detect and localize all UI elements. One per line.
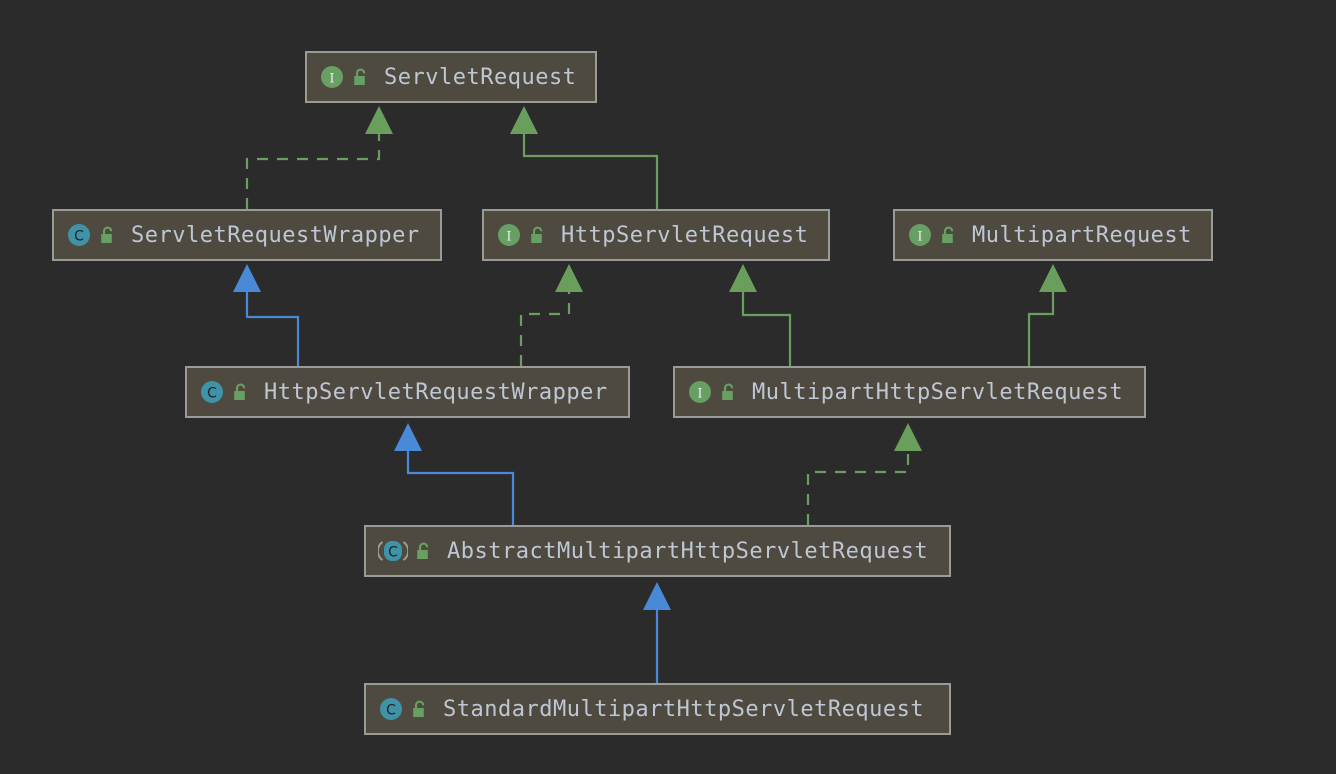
edge-arrowhead (729, 264, 757, 292)
unlocked-padlock-icon (411, 699, 429, 719)
edge-line (806, 447, 910, 525)
svg-text:C: C (386, 703, 396, 719)
unlocked-padlock-icon (415, 541, 433, 561)
interface-icon: I (687, 379, 713, 405)
edge-arrowhead (555, 264, 583, 292)
class-node-label: StandardMultipartHttpServletRequest (443, 696, 925, 722)
edge-arrowhead (365, 106, 393, 134)
class-node-servlet-request[interactable]: I ServletRequest (305, 51, 597, 103)
class-icon: C (66, 222, 92, 248)
edge-extends-multipart-http-servlet-request-to-multipart-request (1027, 264, 1067, 366)
abstract-class-icon: C (378, 538, 408, 564)
edge-line (741, 288, 792, 366)
class-node-http-servlet-request[interactable]: I HttpServletRequest (482, 209, 830, 261)
svg-text:C: C (207, 386, 217, 402)
edge-line (245, 288, 300, 366)
edge-arrowhead (1039, 264, 1067, 292)
class-node-http-servlet-request-wrapper[interactable]: C HttpServletRequestWrapper (185, 366, 630, 418)
unlocked-padlock-icon (720, 382, 738, 402)
svg-text:I: I (697, 387, 702, 402)
edge-arrowhead (894, 423, 922, 451)
unlocked-padlock-icon (99, 225, 117, 245)
svg-text:I: I (506, 230, 511, 245)
unlocked-padlock-icon (940, 225, 958, 245)
unlocked-padlock-icon (352, 67, 370, 87)
class-node-abstract-multipart-http-servlet-request[interactable]: C AbstractMultipartHttpServletRequest (364, 525, 951, 577)
class-node-servlet-request-wrapper[interactable]: C ServletRequestWrapper (52, 209, 442, 261)
edge-line (406, 447, 515, 525)
edge-line (522, 130, 659, 209)
edge-implements-http-servlet-request-wrapper-to-http-servlet-request (519, 264, 583, 366)
class-node-label: HttpServletRequestWrapper (264, 379, 608, 405)
edge-implements-servlet-request-wrapper-to-servlet-request (245, 106, 393, 209)
unlocked-padlock-icon (232, 382, 250, 402)
class-node-label: MultipartRequest (972, 222, 1192, 248)
edge-extends-http-servlet-request-wrapper-to-servlet-request-wrapper (233, 264, 300, 366)
svg-text:C: C (388, 545, 398, 561)
edge-arrowhead (394, 423, 422, 451)
class-node-multipart-http-servlet-request[interactable]: I MultipartHttpServletRequest (673, 366, 1146, 418)
interface-icon: I (319, 64, 345, 90)
class-icon: C (199, 379, 225, 405)
edge-line (1027, 288, 1055, 366)
class-node-standard-multipart-http-servlet-request[interactable]: C StandardMultipartHttpServletRequest (364, 683, 951, 735)
class-node-multipart-request[interactable]: I MultipartRequest (893, 209, 1213, 261)
class-node-label: HttpServletRequest (561, 222, 809, 248)
edge-arrowhead (643, 582, 671, 610)
class-node-label: MultipartHttpServletRequest (752, 379, 1124, 405)
edge-implements-abstract-multipart-http-servlet-request-to-multipart-http-servlet-request (806, 423, 922, 525)
edge-extends-http-servlet-request-to-servlet-request (510, 106, 659, 209)
edge-arrowhead (233, 264, 261, 292)
class-node-label: ServletRequestWrapper (131, 222, 420, 248)
interface-icon: I (496, 222, 522, 248)
edge-line (519, 288, 571, 366)
unlocked-padlock-icon (529, 225, 547, 245)
edge-extends-abstract-multipart-http-servlet-request-to-http-servlet-request-wrapper (394, 423, 515, 525)
svg-text:I: I (329, 72, 334, 87)
interface-icon: I (907, 222, 933, 248)
svg-text:I: I (917, 230, 922, 245)
edge-line (245, 130, 381, 209)
svg-text:C: C (74, 229, 84, 245)
edge-extends-multipart-http-servlet-request-to-http-servlet-request (729, 264, 792, 366)
edge-extends-standard-multipart-http-servlet-request-to-abstract-multipart-http-servlet-request (643, 582, 671, 683)
class-node-label: ServletRequest (384, 64, 577, 90)
class-icon: C (378, 696, 404, 722)
edge-arrowhead (510, 106, 538, 134)
class-node-label: AbstractMultipartHttpServletRequest (447, 538, 929, 564)
